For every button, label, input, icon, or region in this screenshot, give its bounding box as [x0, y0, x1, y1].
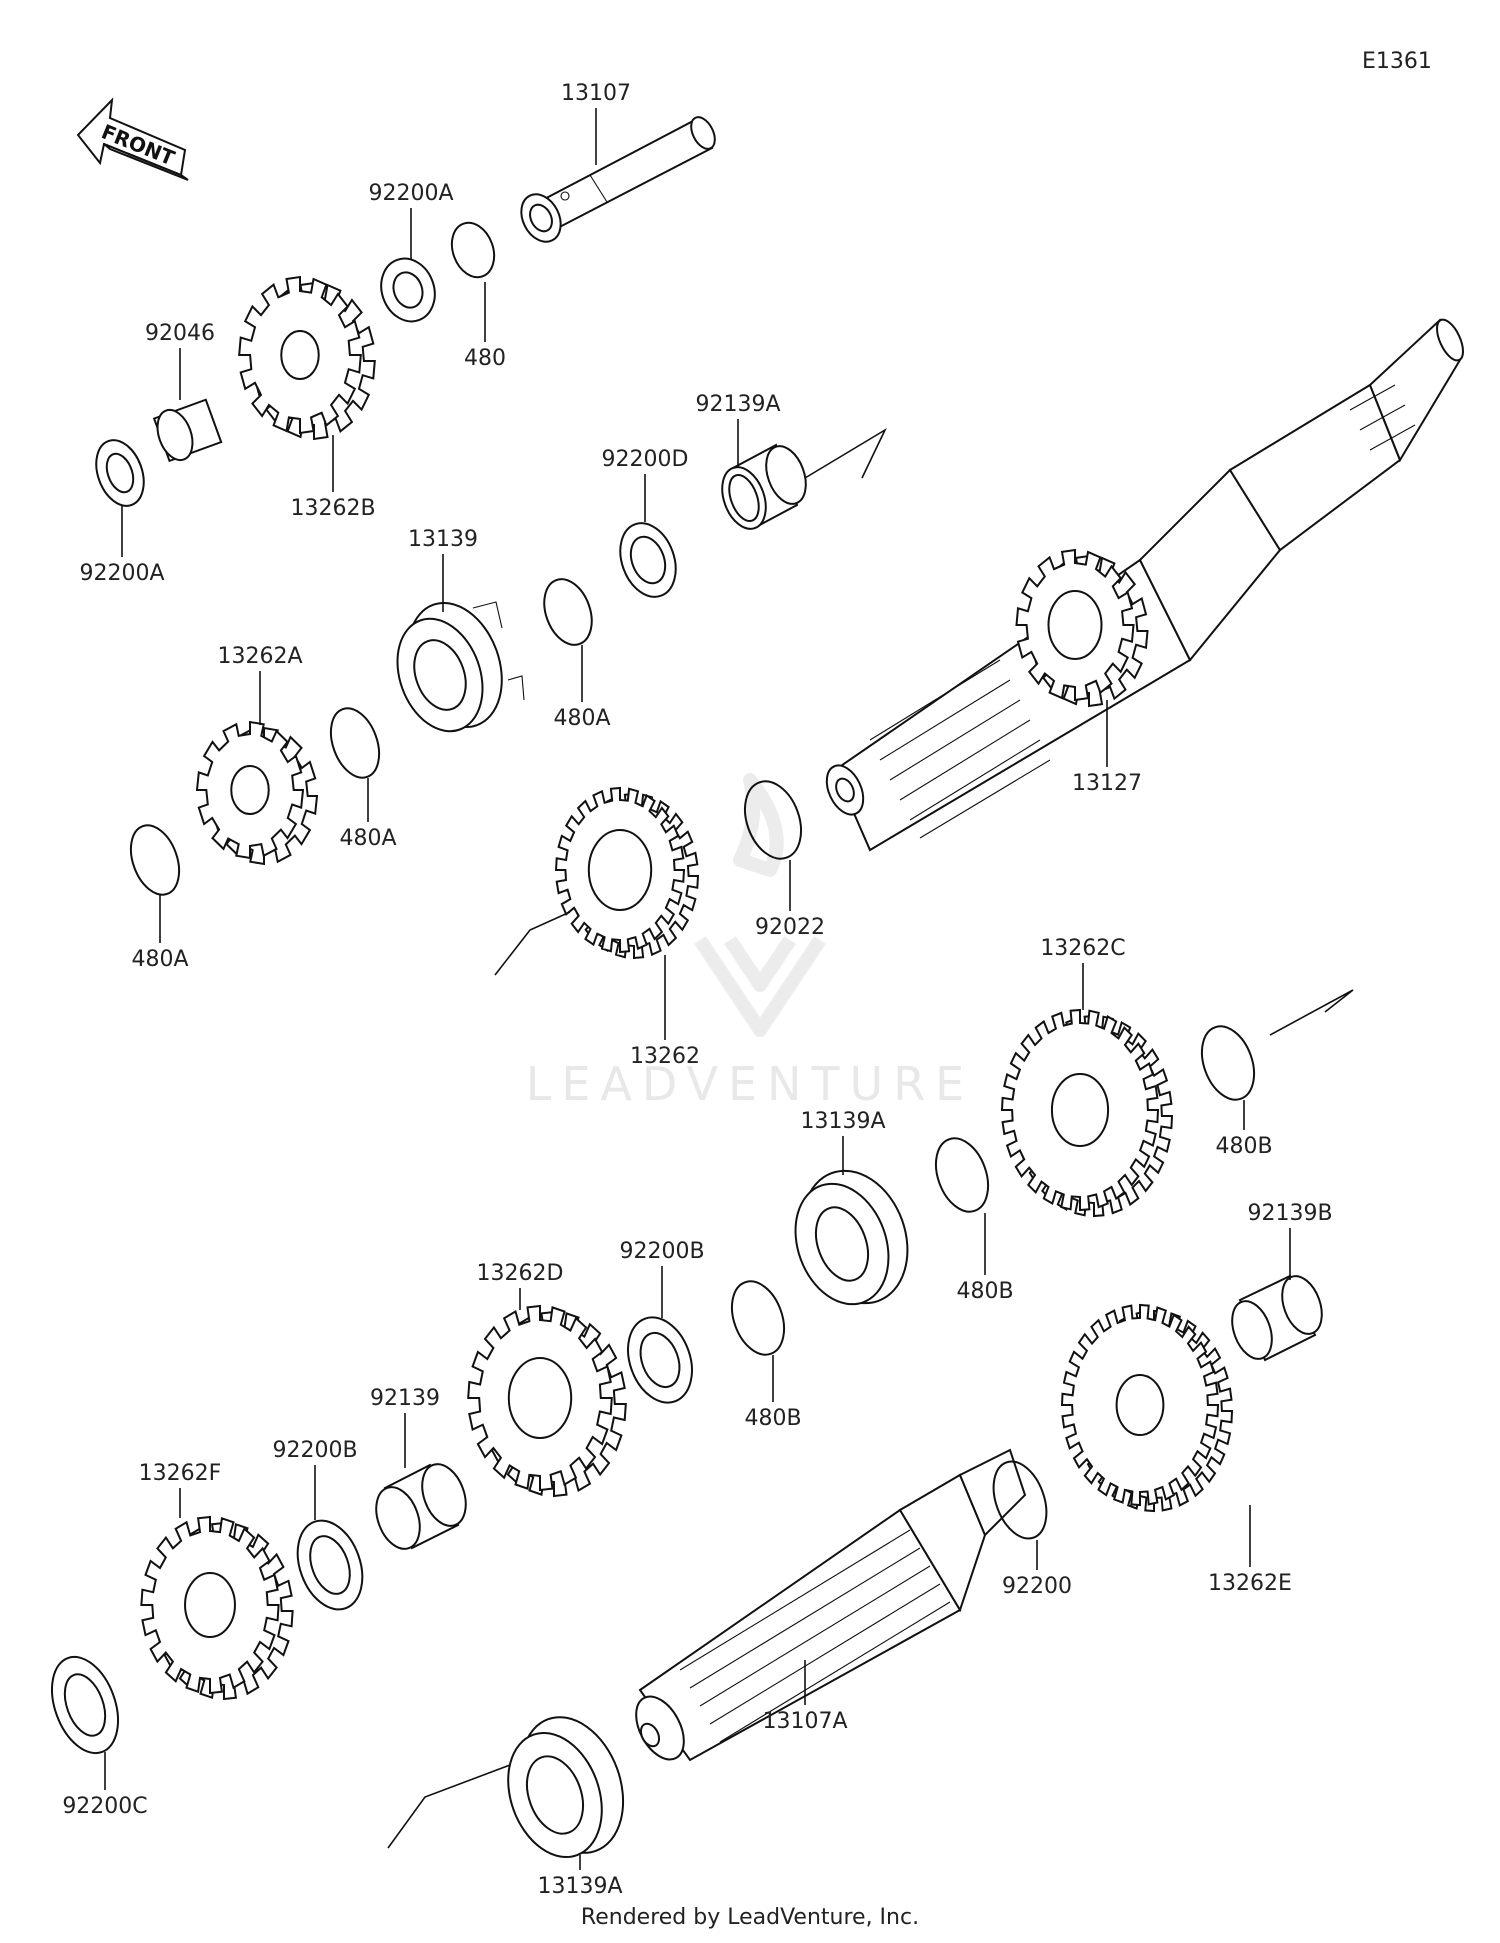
callout-label-92022: 92022: [755, 915, 825, 940]
output-shaft-13107a: [635, 1448, 1027, 1762]
callout-label-13139a: 13139A: [800, 1109, 885, 1134]
callout-label-92200d: 92200D: [602, 447, 689, 472]
callout-label-92200a: 92200A: [79, 561, 164, 586]
bushing-92139b: [1231, 1274, 1323, 1362]
callout-label-92139b: 92139B: [1247, 1201, 1332, 1226]
washer-92022: [743, 780, 803, 860]
shaft-13107: [520, 116, 716, 243]
callout-label-13262e: 13262E: [1208, 1571, 1292, 1596]
callout-labels: 13107 92200A 480 92046 13262B 92200A 92139A 922…: [62, 81, 1332, 1899]
callout-label-92200a: 92200A: [368, 181, 453, 206]
shift-sleeve-13139: [396, 601, 525, 733]
gear-13262d: [467, 1304, 627, 1498]
gear-13262b: [238, 275, 376, 441]
bushing-92139a: [721, 443, 807, 530]
splined-washer-92200b-middle: [627, 1316, 693, 1404]
washer-92200a-left: [95, 439, 145, 507]
callout-label-92200c: 92200C: [62, 1794, 147, 1819]
circlip-480a-middle: [329, 707, 381, 779]
callout-label-13107a: 13107A: [762, 1709, 847, 1734]
callout-label-13262c: 13262C: [1040, 936, 1125, 961]
callout-label-13262f: 13262F: [139, 1461, 222, 1486]
washer-92200a-upper: [380, 257, 436, 323]
needle-bearing-92046: [152, 398, 223, 463]
washer-92200: [992, 1460, 1048, 1540]
front-direction-arrow: FRONT: [76, 97, 189, 181]
callout-label-480a: 480A: [339, 826, 396, 851]
watermark-logo-icon: [694, 773, 826, 1037]
callout-label-480a: 480A: [553, 706, 610, 731]
callout-label-480b: 480B: [1215, 1134, 1272, 1159]
splined-washer-92200d: [619, 522, 677, 598]
callout-label-13262b: 13262B: [290, 496, 375, 521]
circlip-480b-right: [1200, 1025, 1256, 1101]
axis-break-marks: [387, 427, 1354, 1849]
diagram-id: E1361: [1362, 49, 1432, 74]
splined-washer-92200b-lower: [296, 1519, 364, 1611]
callout-label-92200b: 92200B: [619, 1239, 704, 1264]
callout-label-13262a: 13262A: [217, 644, 302, 669]
input-shaft-13127: [825, 318, 1464, 852]
needle-bearing-92139: [375, 1463, 467, 1550]
callout-label-13262: 13262: [630, 1044, 700, 1069]
circlip-480a-upper: [543, 578, 593, 646]
gear-13262e: [1060, 1303, 1234, 1513]
gear-13262: [554, 786, 700, 960]
callout-label-480: 480: [464, 346, 506, 371]
circlip-480b-middle: [934, 1137, 990, 1213]
callout-leaders: [104, 108, 1291, 1870]
gear-on-13127: [1015, 548, 1149, 708]
callout-label-13127: 13127: [1072, 771, 1142, 796]
washer-92200c: [51, 1655, 119, 1755]
gear-13262a: [195, 720, 319, 866]
callout-label-480b: 480B: [956, 1279, 1013, 1304]
callout-label-480b: 480B: [744, 1406, 801, 1431]
callout-label-13139a: 13139A: [537, 1874, 622, 1899]
watermark-text: LEADVENTURE: [526, 1057, 975, 1111]
callout-label-92200b: 92200B: [272, 1438, 357, 1463]
callout-label-92139a: 92139A: [695, 392, 780, 417]
callout-label-13139: 13139: [408, 527, 478, 552]
callout-label-92139: 92139: [370, 1386, 440, 1411]
front-label: FRONT: [98, 119, 178, 170]
callout-label-13262d: 13262D: [477, 1261, 564, 1286]
callout-label-480a: 480A: [131, 947, 188, 972]
circlip-480a-lower: [129, 824, 181, 896]
gear-13262f: [140, 1515, 294, 1701]
footer-credit: Rendered by LeadVenture, Inc.: [581, 1905, 919, 1930]
gear-13262c: [1000, 1008, 1174, 1218]
callout-label-92046: 92046: [145, 321, 215, 346]
callout-label-92200: 92200: [1002, 1574, 1072, 1599]
shift-sleeve-13139a-lower: [507, 1716, 625, 1858]
circlip-480b-left: [730, 1280, 786, 1356]
shift-gear-13139a: [794, 1169, 909, 1306]
callout-label-13107: 13107: [561, 81, 631, 106]
circlip-480: [450, 221, 496, 279]
